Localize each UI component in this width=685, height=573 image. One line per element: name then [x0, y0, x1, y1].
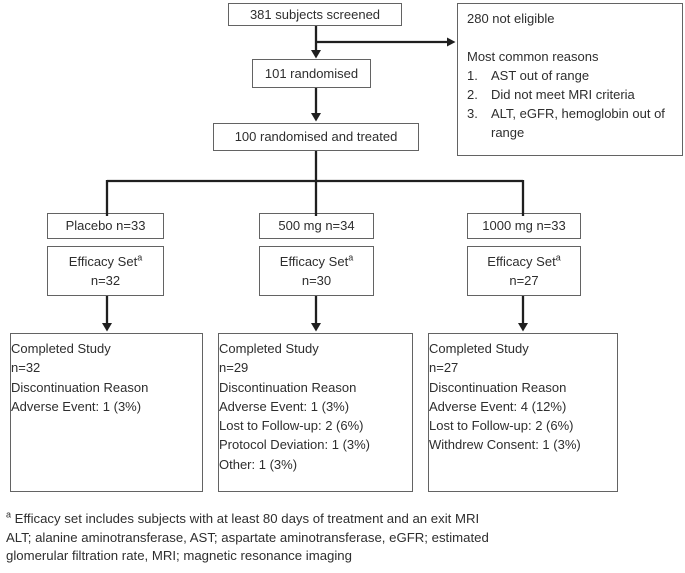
- not-eligible-reason: 1. AST out of range: [467, 66, 589, 85]
- reason-number: 2.: [467, 87, 478, 102]
- completed-line: Protocol Deviation: 1 (3%): [219, 437, 371, 453]
- down-arrowhead: [518, 323, 528, 332]
- reason-number: 3.: [467, 106, 478, 121]
- completed-line: n=32: [11, 360, 41, 376]
- completed-study-box-500mg: Completed Study n=29 Discontinuation Rea…: [218, 333, 413, 492]
- randomised-treated-box: 100 randomised and treated: [213, 123, 419, 151]
- reason-number: 1.: [467, 68, 478, 83]
- randomised-label: 101 randomised: [264, 65, 359, 81]
- down-arrowhead: [311, 113, 321, 122]
- footnote-marker: a: [555, 252, 561, 263]
- completed-study-box-1000mg: Completed Study n=27 Discontinuation Rea…: [428, 333, 618, 492]
- right-arrowhead: [447, 37, 456, 47]
- efficacy-set-n: n=30: [301, 273, 332, 288]
- arm-1000mg-box: 1000 mg n=33: [467, 213, 581, 239]
- completed-line: Other: 1 (3%): [219, 456, 298, 472]
- footnote-line: a Efficacy set includes subjects with at…: [6, 510, 678, 529]
- screened-label: 381 subjects screened: [249, 6, 381, 22]
- footnote-marker: a: [348, 252, 354, 263]
- efficacy-set-n: n=27: [509, 273, 539, 288]
- efficacy-set-title: Efficacy Seta: [280, 252, 353, 271]
- reason-text: ALT, eGFR, hemoglobin out of range: [491, 106, 665, 140]
- completed-line: Adverse Event: 1 (3%): [11, 398, 142, 414]
- not-eligible-title: 280 not eligible: [467, 11, 555, 26]
- randomised-box: 101 randomised: [252, 59, 371, 88]
- efficacy-set-box-1000mg: Efficacy Seta n=27: [467, 246, 581, 296]
- footnote-text: Efficacy set includes subjects with at l…: [11, 511, 480, 526]
- completed-line: Adverse Event: 1 (3%): [219, 398, 350, 414]
- completed-line: Adverse Event: 4 (12%): [429, 398, 567, 414]
- footnotes: a Efficacy set includes subjects with at…: [6, 510, 678, 566]
- arm-placebo-label: Placebo n=33: [65, 218, 146, 234]
- completed-line: Completed Study: [11, 341, 111, 356]
- efficacy-set-n: n=32: [90, 273, 121, 288]
- screened-box: 381 subjects screened: [228, 3, 402, 26]
- down-arrowhead: [102, 323, 112, 332]
- completed-line: n=27: [429, 360, 459, 376]
- efficacy-set-label: Efficacy Set: [487, 254, 556, 269]
- efficacy-set-label: Efficacy Set: [279, 254, 349, 269]
- completed-line: Completed Study: [219, 341, 319, 356]
- efficacy-set-title: Efficacy Seta: [69, 252, 142, 271]
- efficacy-set-box-500mg: Efficacy Seta n=30: [259, 246, 374, 296]
- completed-line: Completed Study: [429, 341, 529, 356]
- not-eligible-subtitle: Most common reasons: [467, 49, 599, 64]
- completed-line: n=29: [219, 360, 249, 376]
- completed-study-box-placebo: Completed Study n=32 Discontinuation Rea…: [10, 333, 203, 492]
- not-eligible-box: 280 not eligible Most common reasons 1. …: [457, 3, 683, 156]
- completed-line: Discontinuation Reason: [219, 379, 357, 395]
- completed-line: Lost to Follow-up: 2 (6%): [219, 418, 364, 434]
- arm-placebo-box: Placebo n=33: [47, 213, 164, 239]
- footnote-marker: a: [6, 509, 12, 520]
- reason-text: AST out of range: [491, 68, 590, 83]
- down-arrowhead: [311, 50, 321, 59]
- arm-1000mg-label: 1000 mg n=33: [482, 218, 566, 234]
- not-eligible-reason: 3. ALT, eGFR, hemoglobin out of range: [467, 104, 674, 142]
- efficacy-set-box-placebo: Efficacy Seta n=32: [47, 246, 164, 296]
- footnote-line: glomerular filtration rate, MRI; magneti…: [6, 548, 352, 564]
- completed-line: Discontinuation Reason: [429, 379, 567, 395]
- footnote-marker: a: [137, 252, 143, 263]
- arm-500mg-box: 500 mg n=34: [259, 213, 374, 239]
- randomised-treated-label: 100 randomised and treated: [234, 129, 398, 145]
- efficacy-set-title: Efficacy Seta: [487, 252, 560, 271]
- not-eligible-reason: 2. Did not meet MRI criteria: [467, 85, 635, 104]
- footnote-line: ALT; alanine aminotransferase, AST; aspa…: [6, 529, 489, 545]
- arm-500mg-label: 500 mg n=34: [278, 218, 355, 234]
- completed-line: Lost to Follow-up: 2 (6%): [429, 418, 574, 434]
- completed-line: Discontinuation Reason: [11, 379, 149, 395]
- down-arrowhead: [311, 323, 321, 332]
- reason-text: Did not meet MRI criteria: [491, 87, 635, 102]
- efficacy-set-label: Efficacy Set: [68, 254, 138, 269]
- completed-line: Withdrew Consent: 1 (3%): [429, 437, 581, 453]
